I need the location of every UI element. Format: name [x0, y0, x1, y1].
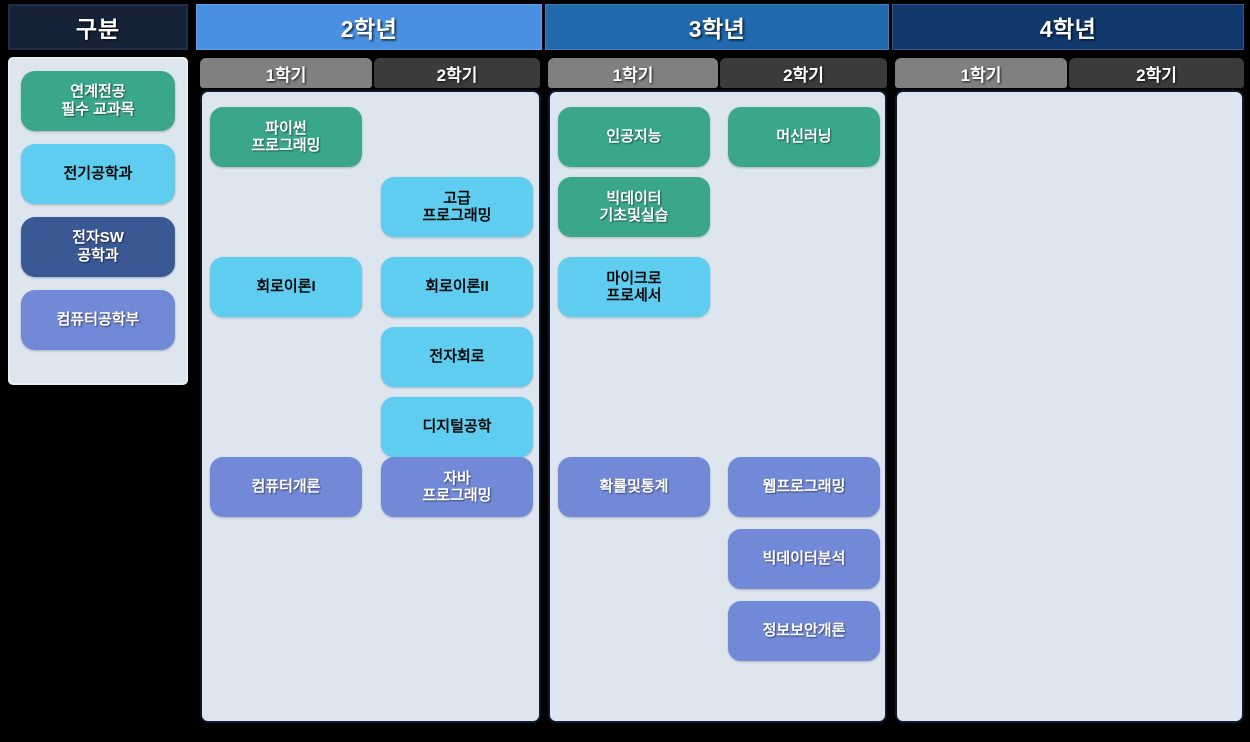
page-title: 구분: [8, 4, 188, 50]
course-chip[interactable]: 머신러닝: [728, 107, 880, 167]
semester-panel-year4: [895, 90, 1244, 723]
semester-tab-y2s1[interactable]: 1학기: [200, 58, 372, 88]
semester-tab-y2s2[interactable]: 2학기: [374, 58, 540, 88]
legend-chip[interactable]: 전자SW 공학과: [21, 217, 175, 277]
course-chip[interactable]: 회로이론II: [381, 257, 533, 317]
course-chip[interactable]: 빅데이터분석: [728, 529, 880, 589]
semester-tab-y3s2[interactable]: 2학기: [720, 58, 887, 88]
course-chip[interactable]: 마이크로 프로세서: [558, 257, 710, 317]
semester-tab-y4s2[interactable]: 2학기: [1069, 58, 1244, 88]
year-header-4: 4학년: [892, 4, 1244, 50]
course-chip[interactable]: 회로이론I: [210, 257, 362, 317]
course-chip[interactable]: 정보보안개론: [728, 601, 880, 661]
semester-tab-y3s1[interactable]: 1학기: [548, 58, 718, 88]
legend-chip[interactable]: 전기공학과: [21, 144, 175, 204]
semester-tab-y4s1[interactable]: 1학기: [895, 58, 1067, 88]
course-chip[interactable]: 컴퓨터개론: [210, 457, 362, 517]
course-chip[interactable]: 디지털공학: [381, 397, 533, 457]
course-chip[interactable]: 인공지능: [558, 107, 710, 167]
year-header-2: 2학년: [196, 4, 542, 50]
course-chip[interactable]: 빅데이터 기초및실습: [558, 177, 710, 237]
course-chip[interactable]: 파이썬 프로그래밍: [210, 107, 362, 167]
legend-chip[interactable]: 연계전공 필수 교과목: [21, 71, 175, 131]
course-chip[interactable]: 전자회로: [381, 327, 533, 387]
course-chip[interactable]: 확률및통계: [558, 457, 710, 517]
year-header-3: 3학년: [545, 4, 889, 50]
course-chip[interactable]: 웹프로그래밍: [728, 457, 880, 517]
legend-chip[interactable]: 컴퓨터공학부: [21, 290, 175, 350]
course-chip[interactable]: 고급 프로그래밍: [381, 177, 533, 237]
course-chip[interactable]: 자바 프로그래밍: [381, 457, 533, 517]
